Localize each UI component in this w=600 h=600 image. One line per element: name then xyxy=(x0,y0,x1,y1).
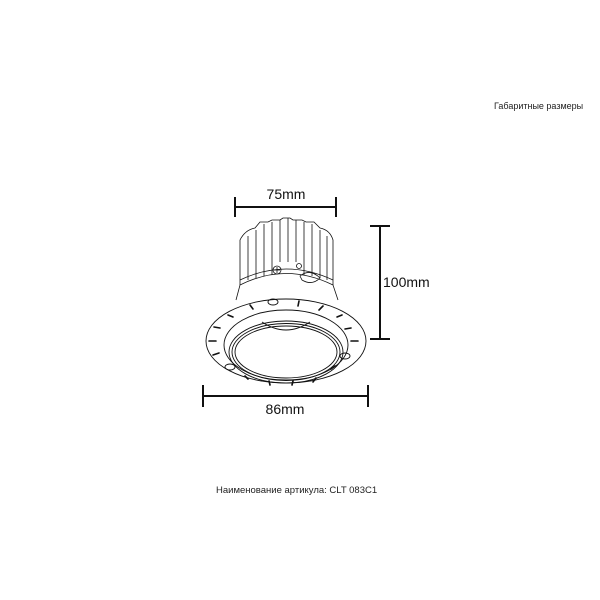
page-title: Габаритные размеры xyxy=(494,101,584,111)
dimension-flange-width xyxy=(202,385,369,407)
dimension-flange-width-label: 86mm xyxy=(266,401,305,417)
article-caption: Наименование артикула: CLT 083C1 xyxy=(216,485,378,496)
dimension-height xyxy=(370,225,390,340)
dimension-height-label: 100mm xyxy=(383,274,430,290)
screw-icon xyxy=(272,265,282,275)
dimension-top-width-label: 75mm xyxy=(267,186,306,202)
flange xyxy=(205,298,367,386)
heatsink xyxy=(235,217,339,301)
dimension-top-width xyxy=(234,197,337,217)
